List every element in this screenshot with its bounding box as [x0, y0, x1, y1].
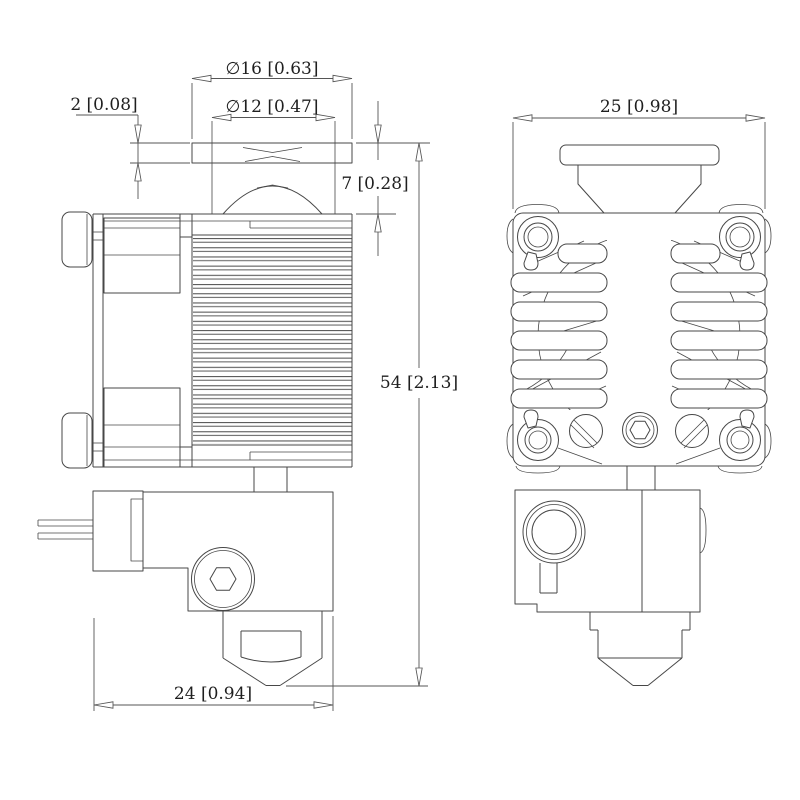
flange-chevron-bottom — [244, 156, 301, 162]
wire-clamp — [92, 490, 144, 572]
dim-label-heater-block-width: 24 [0.94] — [174, 684, 252, 704]
mount-screw-top — [61, 211, 104, 268]
corner-post-top-left — [517, 216, 559, 271]
set-screw — [191, 547, 255, 611]
dim-collar-od: ∅12 [0.47] — [211, 97, 336, 122]
right-view — [506, 144, 772, 686]
center-hex-boss — [622, 412, 658, 448]
dim-flange-to-heatsink: 7 [0.28] — [341, 101, 430, 256]
funnel-left — [577, 165, 605, 214]
corner-post-top-right — [719, 216, 761, 271]
dim-label-flange-to-heatsink: 7 [0.28] — [341, 174, 408, 194]
collar-dome — [222, 185, 323, 215]
flange-chevron-top — [242, 147, 303, 153]
mount-bracket — [92, 214, 192, 468]
heater-block-side — [37, 490, 334, 612]
slotted-screw-right — [675, 414, 709, 449]
heatbreak-side — [253, 467, 288, 492]
mount-screw-bottom — [61, 412, 104, 469]
heater-cartridge-bore — [522, 500, 586, 564]
corner-post-bottom-right — [719, 409, 761, 461]
dim-heater-block-width: 24 [0.94] — [93, 616, 334, 711]
heatsink-fin-slats — [510, 243, 768, 409]
dim-label-flange-thickness: 2 [0.08] — [70, 95, 137, 115]
dim-label-collar-od: ∅12 [0.47] — [226, 97, 319, 117]
nozzle-side — [222, 611, 323, 686]
heater-wires — [37, 519, 93, 540]
dimensions: ∅16 [0.63] ∅12 [0.47] 2 [0.08] — [70, 59, 766, 711]
top-flange-front — [559, 144, 720, 214]
dim-overall-height: 54 [2.13] — [286, 142, 458, 687]
dim-label-heatsink-width: 25 [0.98] — [600, 97, 678, 117]
top-flange-side — [191, 121, 353, 215]
dim-label-overall-height: 54 [2.13] — [380, 373, 458, 393]
dim-heatsink-width: 25 [0.98] — [512, 97, 766, 209]
dim-flange-od: ∅16 [0.63] — [191, 59, 353, 139]
heatbreak-front — [626, 466, 656, 490]
left-view — [37, 121, 353, 686]
heater-block-front — [514, 489, 707, 613]
hex-socket — [209, 567, 237, 591]
corner-post-bottom-left — [517, 409, 559, 461]
heatsink-front — [506, 204, 772, 474]
nozzle-front — [589, 612, 691, 686]
slotted-screw-left — [569, 414, 603, 449]
dim-flange-thickness: 2 [0.08] — [70, 95, 190, 199]
heatsink-fins — [193, 238, 352, 444]
funnel-right — [674, 165, 702, 214]
heatsink-side — [93, 213, 353, 468]
dim-label-flange-od: ∅16 [0.63] — [226, 59, 319, 79]
